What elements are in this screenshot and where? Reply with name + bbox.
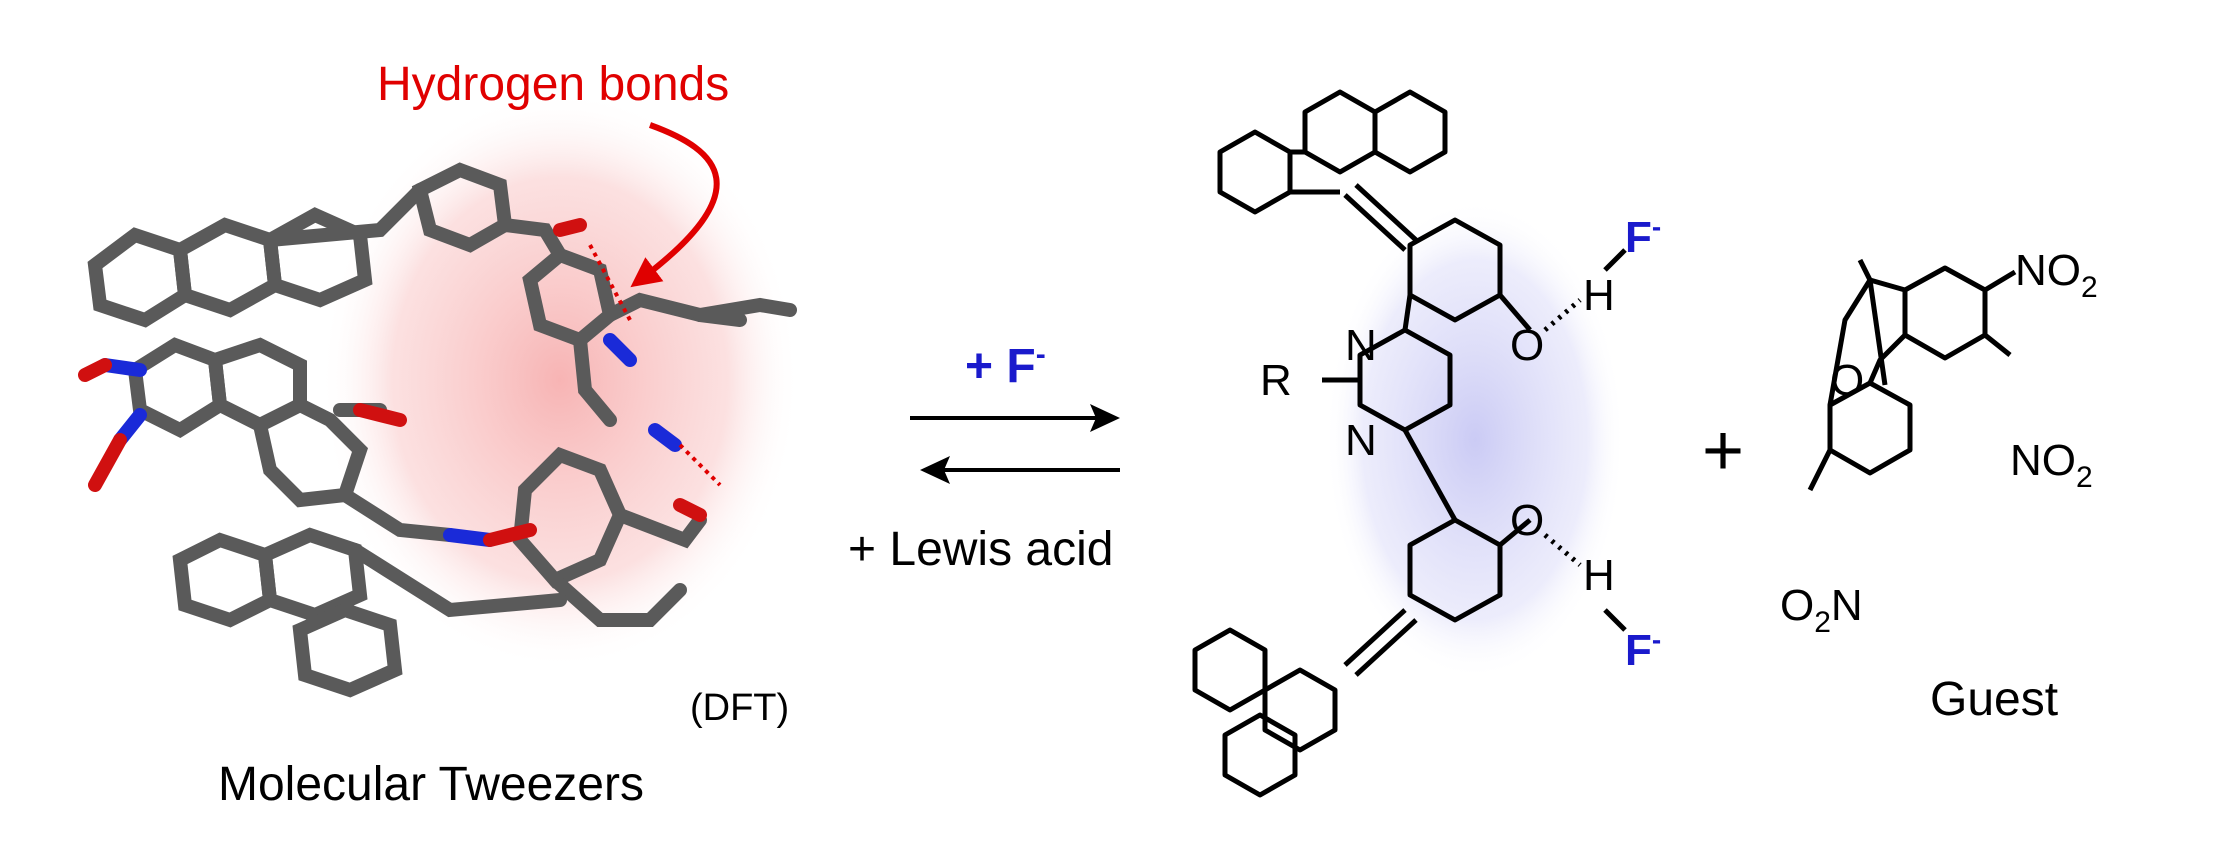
pyrimidine-n-bottom: N [1345,416,1377,465]
equilibrium-arrows [910,404,1120,484]
carbon-framework [87,162,797,698]
dft-label: (DFT) [690,687,789,729]
guest-nitro-bottom: O2N [1780,581,1863,639]
guest-caption: Guest [1930,673,2058,726]
tweezer-structure [1192,89,1627,798]
reverse-reagent-label: + Lewis acid [848,523,1113,576]
pyrimidine-n-top: N [1345,321,1377,370]
fluoride-bottom: F- [1625,624,1661,675]
forward-reagent-label: + F- [965,338,1046,393]
molecular-tweezers-caption: Molecular Tweezers [218,758,644,811]
callout-arrow [630,122,720,288]
hydrogen-top: H [1583,271,1615,320]
fluoride-glow [1325,200,1625,680]
r-substituent: R [1260,356,1292,405]
fluoride-top: F- [1625,211,1661,262]
phenol-oxygen-top: O [1510,321,1544,370]
guest-nitro-top: NO2 [2015,246,2098,304]
hydrogen-bottom: H [1583,551,1615,600]
guest-molecule [1807,258,2017,492]
hbond-dashes [588,244,722,487]
hf-contacts [1543,298,1582,567]
guest-carbonyl-o: O [1830,356,1864,405]
dft-model [78,90,800,698]
hydrogen-bonds-callout: Hydrogen bonds [377,58,729,111]
guest-nitro-middle: NO2 [2010,436,2093,494]
heteroatoms [78,218,707,547]
plus-sign: + [1702,411,1744,491]
phenol-oxygen-bottom: O [1510,496,1544,545]
